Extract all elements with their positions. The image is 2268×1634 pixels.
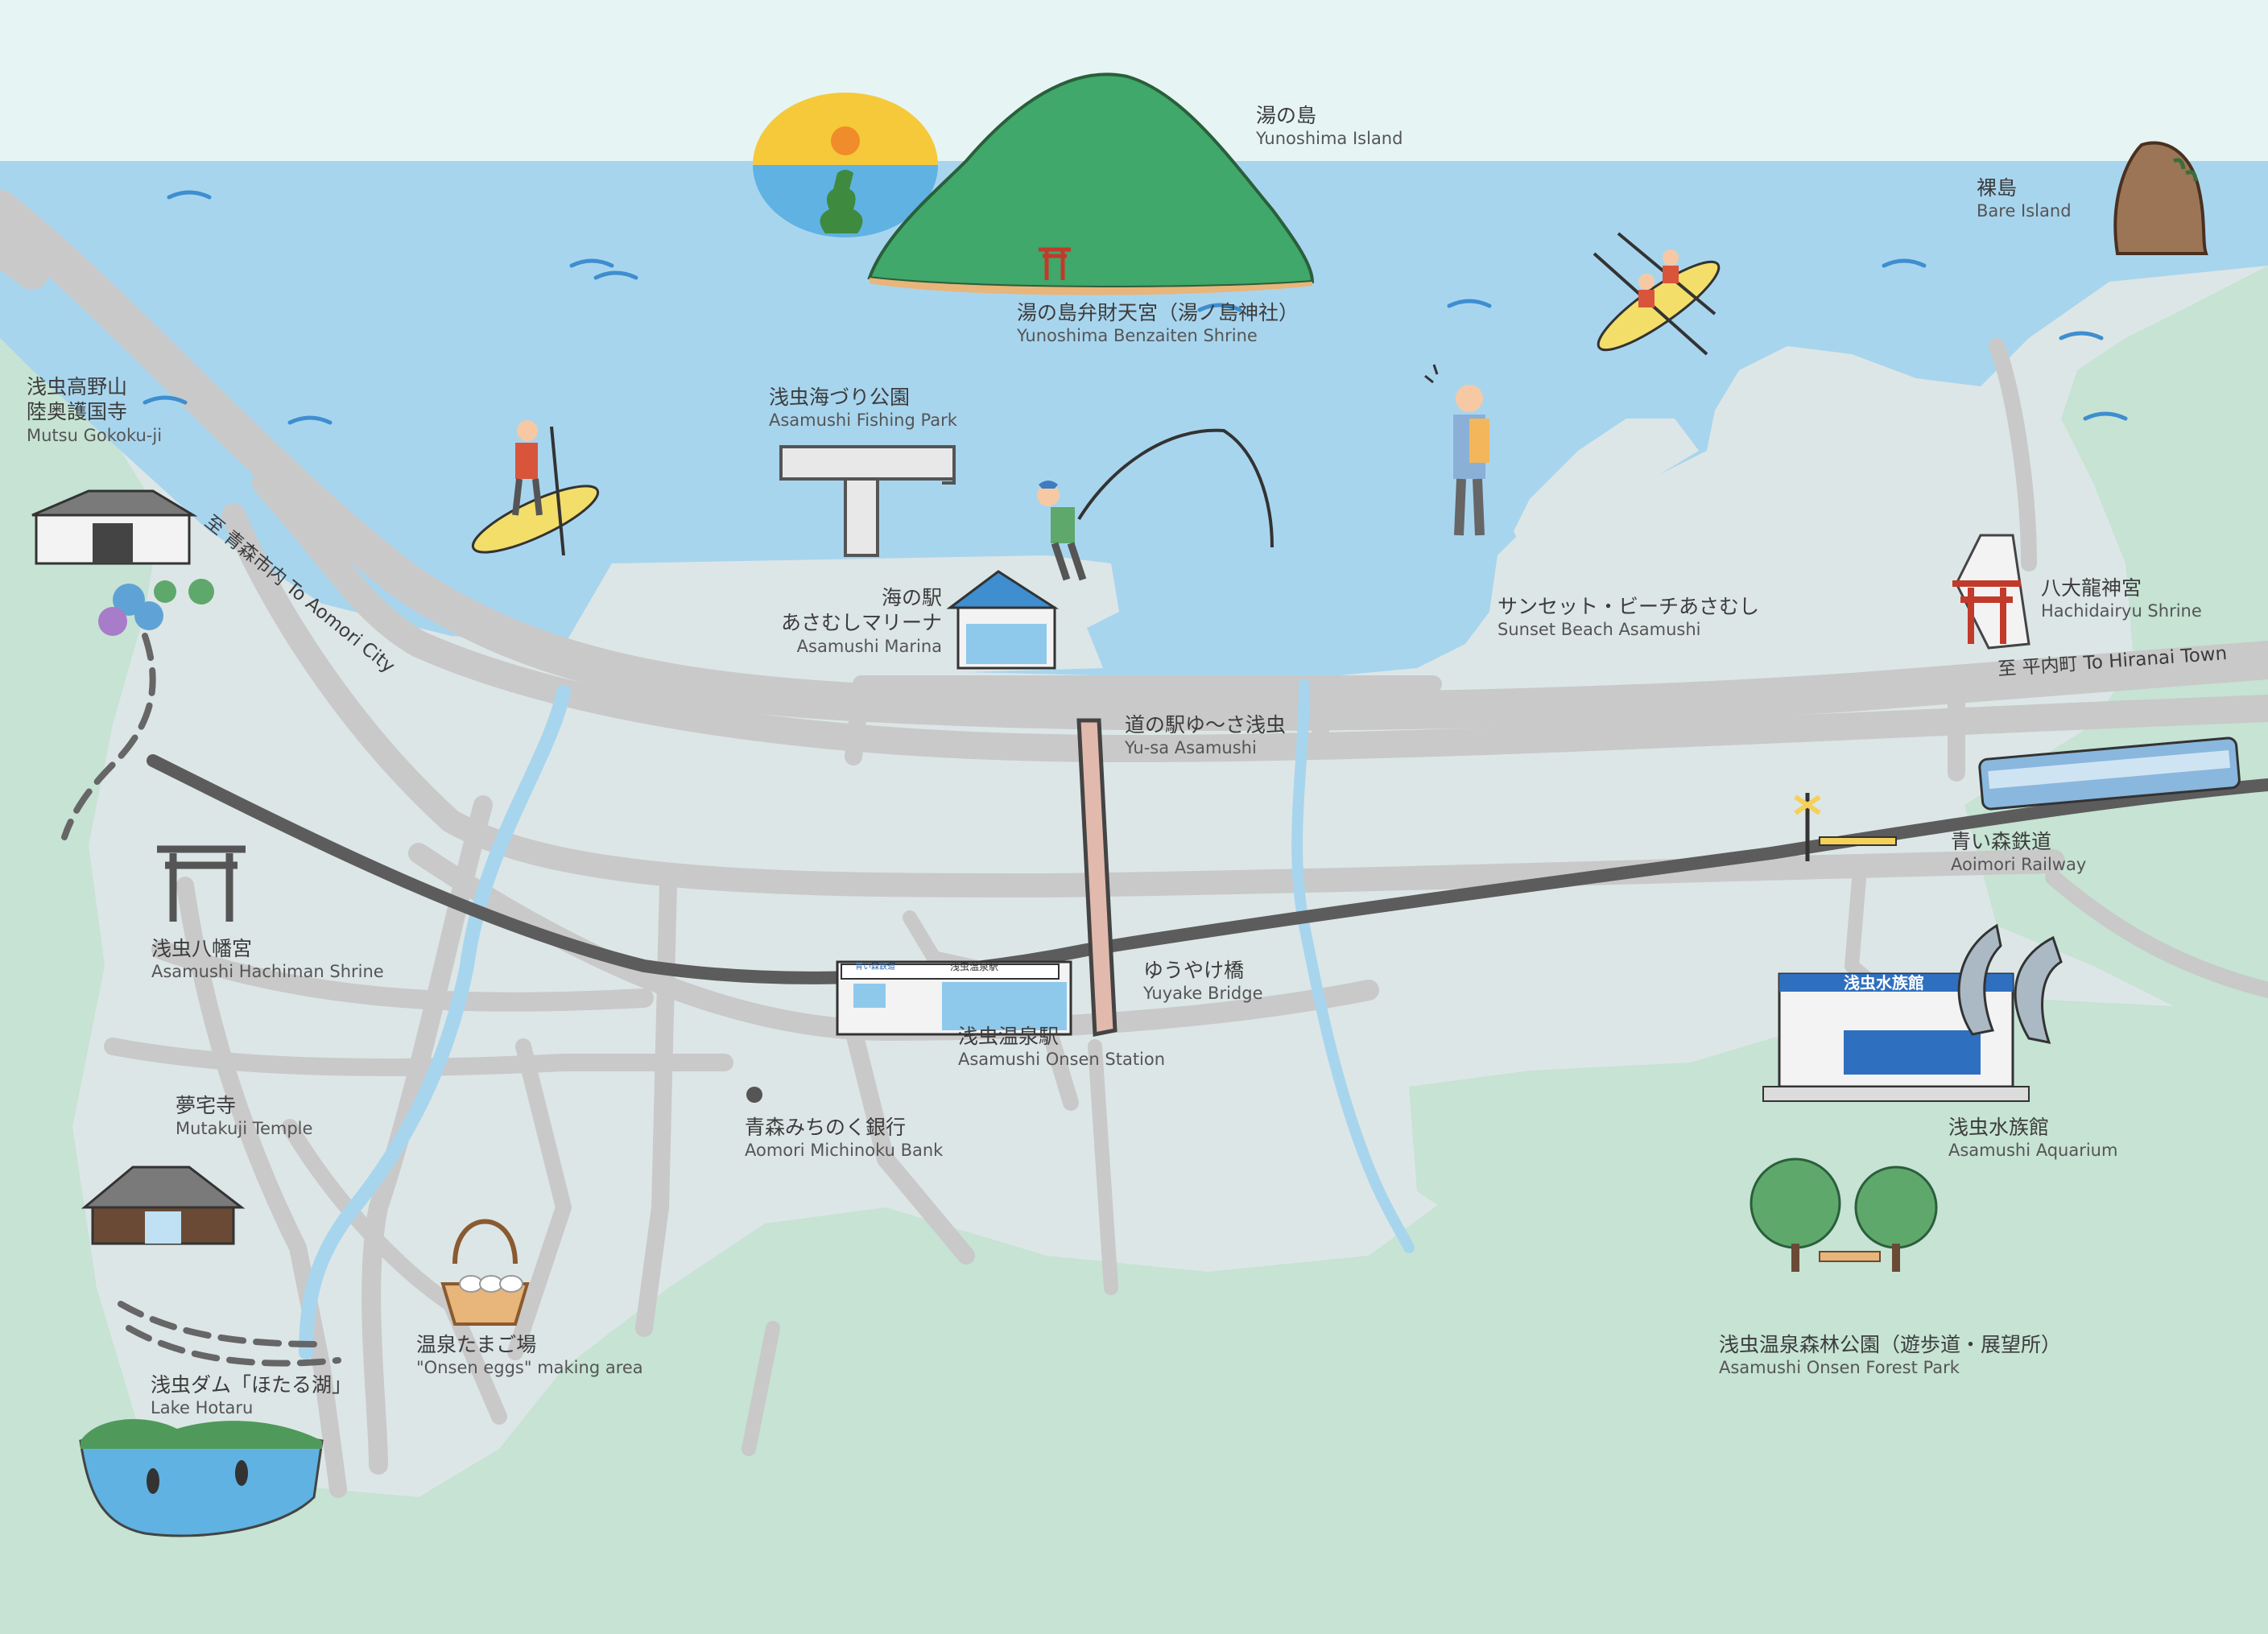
train-icon <box>1978 737 2241 811</box>
forest-right <box>1964 266 2268 1006</box>
aquarium-sign: 浅虫水族館 <box>1844 973 1924 992</box>
gokokuji-temple-icon <box>31 489 214 636</box>
breakwater <box>1514 419 1699 563</box>
dolphin-icon <box>1957 923 2063 1044</box>
label-onsen-eggs: 温泉たまご場"Onsen eggs" making area <box>416 1333 643 1378</box>
railway-line <box>147 754 2268 984</box>
sunset-icon <box>753 93 938 237</box>
torii-hachiman-icon <box>157 845 246 922</box>
mutakuji-temple-icon <box>81 1166 246 1245</box>
fisherman-icon <box>1037 428 1274 581</box>
paddleboard-icon <box>471 420 600 556</box>
rivers <box>299 679 1415 1360</box>
marina-building-icon <box>946 570 1060 670</box>
kayak-icon <box>1593 232 1721 356</box>
egg-basket-icon <box>440 1219 530 1326</box>
lake-hotaru-icon <box>79 1419 324 1537</box>
hiker-icon <box>1424 364 1489 536</box>
yuyake-bridge-icon <box>1076 718 1117 1038</box>
forest-left <box>0 338 242 1570</box>
bare-island-icon <box>2113 141 2208 255</box>
aquarium-building-icon <box>1762 972 2030 1102</box>
station-sign: 浅虫温泉駅 <box>950 961 999 972</box>
label-benzaiten-shrine: 湯の島弁財天宮（湯ノ島神社）Yunoshima Benzaiten Shrine <box>1017 301 1299 346</box>
walking-paths <box>61 633 341 1367</box>
station-sign-small: 青い森鉄道 <box>855 963 895 972</box>
yunoshima-island-icon <box>867 72 1315 295</box>
fishing-pier-icon <box>779 445 956 557</box>
hachidairyu-shrine-icon <box>1952 534 2030 650</box>
railroad-crossing-icon <box>1794 793 1897 861</box>
label-lake-hotaru: 浅虫ダム「ほたる湖」Lake Hotaru <box>151 1373 353 1418</box>
forest-park-trees-icon <box>1750 1157 1938 1272</box>
station-building-icon <box>836 960 1072 1036</box>
bank-marker <box>746 1087 762 1103</box>
label-forest-park: 浅虫温泉森林公園（遊歩道・展望所）Asamushi Onsen Forest P… <box>1719 1333 2062 1378</box>
